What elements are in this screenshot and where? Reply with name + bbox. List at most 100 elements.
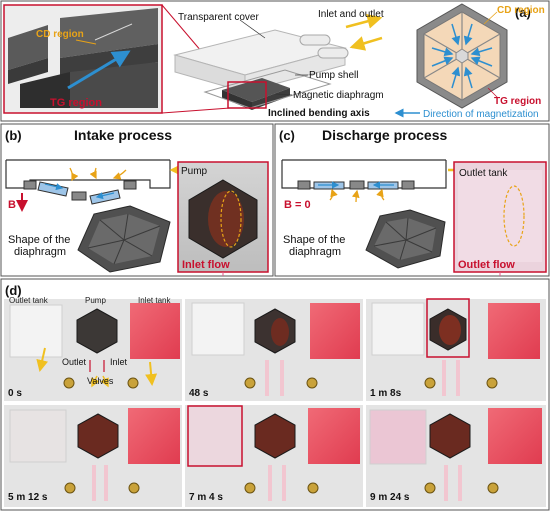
discharge-valve-2 <box>349 180 365 190</box>
discharge-outlet-tank-label: Outlet tank <box>459 168 508 179</box>
inset-step-front <box>20 72 70 108</box>
panel-c-title: Discharge process <box>322 127 447 143</box>
cd-leader <box>75 39 97 45</box>
intake-flow-2 <box>89 167 97 180</box>
frame-3-tube-2 <box>456 360 460 396</box>
frame-1-pump-label: Pump <box>85 296 106 305</box>
frame-5 <box>185 405 363 507</box>
intake-shape-label-2: diaphragm <box>14 246 66 258</box>
frame-1-valve-arrow-2 <box>100 375 109 388</box>
frame-2-screw-2 <box>306 377 318 389</box>
discharge-valve-1 <box>297 180 311 190</box>
inset-diaphragm-side <box>60 44 158 78</box>
discharge-valve-3 <box>401 180 415 190</box>
direction-magnetization-label: Direction of magnetization <box>423 109 539 120</box>
frame-5-inlet-tank <box>308 408 360 464</box>
frame-3-inlet-tank <box>488 303 540 359</box>
discharge-cross-section <box>281 159 473 203</box>
discharge-field-label: B = 0 <box>284 199 311 211</box>
exploded-pump <box>173 29 349 110</box>
frame-2-outlet-tank <box>191 302 245 356</box>
frame-3-time: 1 m 8s <box>370 388 402 399</box>
diaphragm-leader <box>274 93 293 96</box>
frame-1-screw-1 <box>63 377 75 389</box>
intake-shape-spokes <box>87 213 161 265</box>
frame-4 <box>4 405 182 507</box>
frame-5-pump <box>254 413 296 459</box>
frame-1-screw-2 <box>127 377 139 389</box>
frame-2-screw-1 <box>244 377 256 389</box>
frame-3-red-in-pump <box>439 315 461 345</box>
intake-valve-3 <box>123 180 137 190</box>
inlet-outlet-label: Inlet and outlet <box>318 9 384 20</box>
intake-chamber-outline <box>5 160 171 189</box>
intake-photo-dashed <box>220 190 242 248</box>
frame-4-screw-1 <box>64 482 76 494</box>
zoom-inset: CD region TG region <box>3 4 163 114</box>
frame-2-time: 48 s <box>189 388 209 399</box>
intake-diaphragm-shape <box>77 205 171 273</box>
discharge-photo-dashed <box>503 185 525 247</box>
tg-region-label: TG region <box>50 97 102 109</box>
discharge-diaphragm-shape <box>365 209 446 269</box>
tube-2 <box>317 47 349 59</box>
frame-1-outlet-label: Outlet <box>62 357 87 367</box>
frame-5-screw-1 <box>244 482 256 494</box>
hex-magnetization-arrows <box>431 23 493 89</box>
pump-shell-label: Pump shell <box>309 70 358 81</box>
magnetization-arrow <box>67 50 131 90</box>
panel-b: (b) Intake process B <box>0 123 274 277</box>
hex-tg-region-label: TG region <box>494 96 541 107</box>
frame-5-tube-1 <box>268 465 272 501</box>
intake-photo <box>177 161 269 273</box>
discharge-flow-1 <box>329 188 338 201</box>
frame-3-screw-2 <box>486 377 498 389</box>
panel-b-label: (b) <box>5 128 22 143</box>
frame-1-time: 0 s <box>8 388 22 399</box>
pump-shell-outline <box>203 69 332 109</box>
panel-a-label: (a) <box>515 5 531 20</box>
frame-2-red-in-pump <box>271 318 289 346</box>
frame-4-tube-2 <box>104 465 108 501</box>
frame-6-tube-1 <box>444 465 448 501</box>
frame-6-screw-1 <box>424 482 436 494</box>
panel-b-title: Intake process <box>74 127 172 143</box>
frame-1-valve-arrow-1 <box>91 375 100 388</box>
panel-d-label: (d) <box>5 283 22 298</box>
inset-highlight <box>94 23 133 41</box>
tube-1 <box>299 34 331 46</box>
zoom-box <box>227 81 267 109</box>
frame-1-outlet-arrow <box>36 347 49 372</box>
frame-4-pump <box>77 413 119 459</box>
transparent-cover-label: Transparent cover <box>178 12 259 23</box>
intake-field-label: B <box>8 199 16 211</box>
frame-1-outlet-tank <box>9 304 63 358</box>
hex-cd-leader <box>483 11 498 25</box>
frame-1-inlet-arrow <box>145 361 158 386</box>
diaphragm-top <box>222 78 290 102</box>
frame-2-inlet-tank <box>310 303 360 359</box>
frame-6 <box>366 405 546 507</box>
intake-valve-1 <box>23 180 37 190</box>
diaphragm-side <box>222 90 252 110</box>
intake-inlet-flow-label: Inlet flow <box>182 259 230 271</box>
frame-2-tube-2 <box>280 360 284 396</box>
discharge-flow-3 <box>376 188 385 201</box>
intake-cross-section <box>5 159 196 212</box>
frame-5-screw-2 <box>307 482 319 494</box>
discharge-photo <box>453 161 547 273</box>
frame-6-outlet-tank <box>369 409 427 465</box>
frame-1-inlet-label: Inlet <box>110 357 128 367</box>
frame-2-tube-1 <box>265 360 269 396</box>
frame-3-tube-1 <box>442 360 446 396</box>
inset-diaphragm-top <box>60 8 158 58</box>
intake-photo-pump-label: Pump <box>181 166 208 177</box>
panel-a: (a) CD region TG region <box>0 0 550 122</box>
frame-6-pump <box>429 413 471 459</box>
hex-center <box>455 48 469 64</box>
discharge-shape-label-1: Shape of the <box>283 234 345 246</box>
inclined-axis-label: Inclined bending axis <box>268 108 370 119</box>
discharge-photo-tank <box>458 170 542 262</box>
frame-4-screw-2 <box>128 482 140 494</box>
